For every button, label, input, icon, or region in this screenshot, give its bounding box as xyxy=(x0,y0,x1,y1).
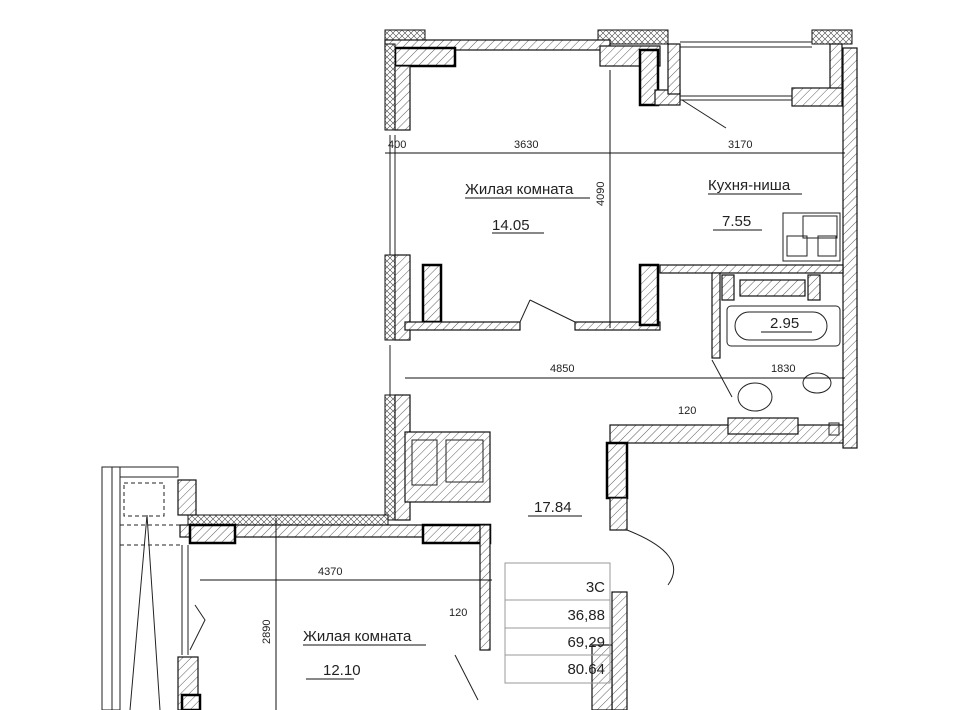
room-area: 2.95 xyxy=(770,315,799,332)
partition-block xyxy=(638,263,660,327)
dimension-label: 400 xyxy=(388,139,406,151)
wall-segment xyxy=(574,321,661,331)
right-exterior-wall xyxy=(842,47,858,449)
living-area: 36,88 xyxy=(567,607,605,624)
door-swing xyxy=(626,529,675,586)
washbasin-icon xyxy=(737,382,773,412)
right-lower-wall xyxy=(591,591,628,710)
room-name: Кухня-ниша xyxy=(708,177,791,194)
dimension-label: 4850 xyxy=(550,363,574,375)
sink-icon xyxy=(782,212,841,262)
total-area-with-balcony: 80.64 xyxy=(567,661,605,678)
room-area: 12.10 xyxy=(323,662,361,679)
room-area: 14.05 xyxy=(492,217,530,234)
bedroom-walls xyxy=(177,479,492,710)
wall-segment xyxy=(404,321,521,331)
room-name: Жилая комната xyxy=(303,628,412,645)
bathtub-icon xyxy=(726,305,841,347)
top-exterior-wall xyxy=(384,29,853,68)
partition-block xyxy=(638,48,660,107)
bathroom xyxy=(609,272,844,444)
door-swing xyxy=(519,299,576,323)
room-name: Жилая комната xyxy=(465,181,574,198)
room-area: 7.55 xyxy=(722,213,751,230)
dimension-label: 4090 xyxy=(595,182,607,206)
dimension-label: 120 xyxy=(449,607,467,619)
dimension-lines xyxy=(200,70,845,710)
toilet-icon xyxy=(802,372,832,394)
kitchen-loggia xyxy=(659,43,858,449)
closet xyxy=(404,431,491,503)
dimension-label: 3170 xyxy=(728,139,752,151)
door-swing xyxy=(454,654,479,701)
dimension-label: 4370 xyxy=(318,566,342,578)
total-area: 69,29 xyxy=(567,634,605,651)
dimension-label: 120 xyxy=(678,405,696,417)
hall xyxy=(371,431,675,586)
dimension-label: 3630 xyxy=(514,139,538,151)
column xyxy=(421,263,443,324)
riser-icon xyxy=(828,422,840,436)
dimension-label: 2890 xyxy=(261,620,273,644)
dimension-label: 1830 xyxy=(771,363,795,375)
balcony-door xyxy=(681,99,727,129)
apartment-type: 3C xyxy=(586,579,605,596)
room-area: 17.84 xyxy=(534,499,572,516)
balcony xyxy=(101,466,180,710)
apartment-summary-table: 3C 36,88 69,29 80.64 xyxy=(504,562,611,684)
